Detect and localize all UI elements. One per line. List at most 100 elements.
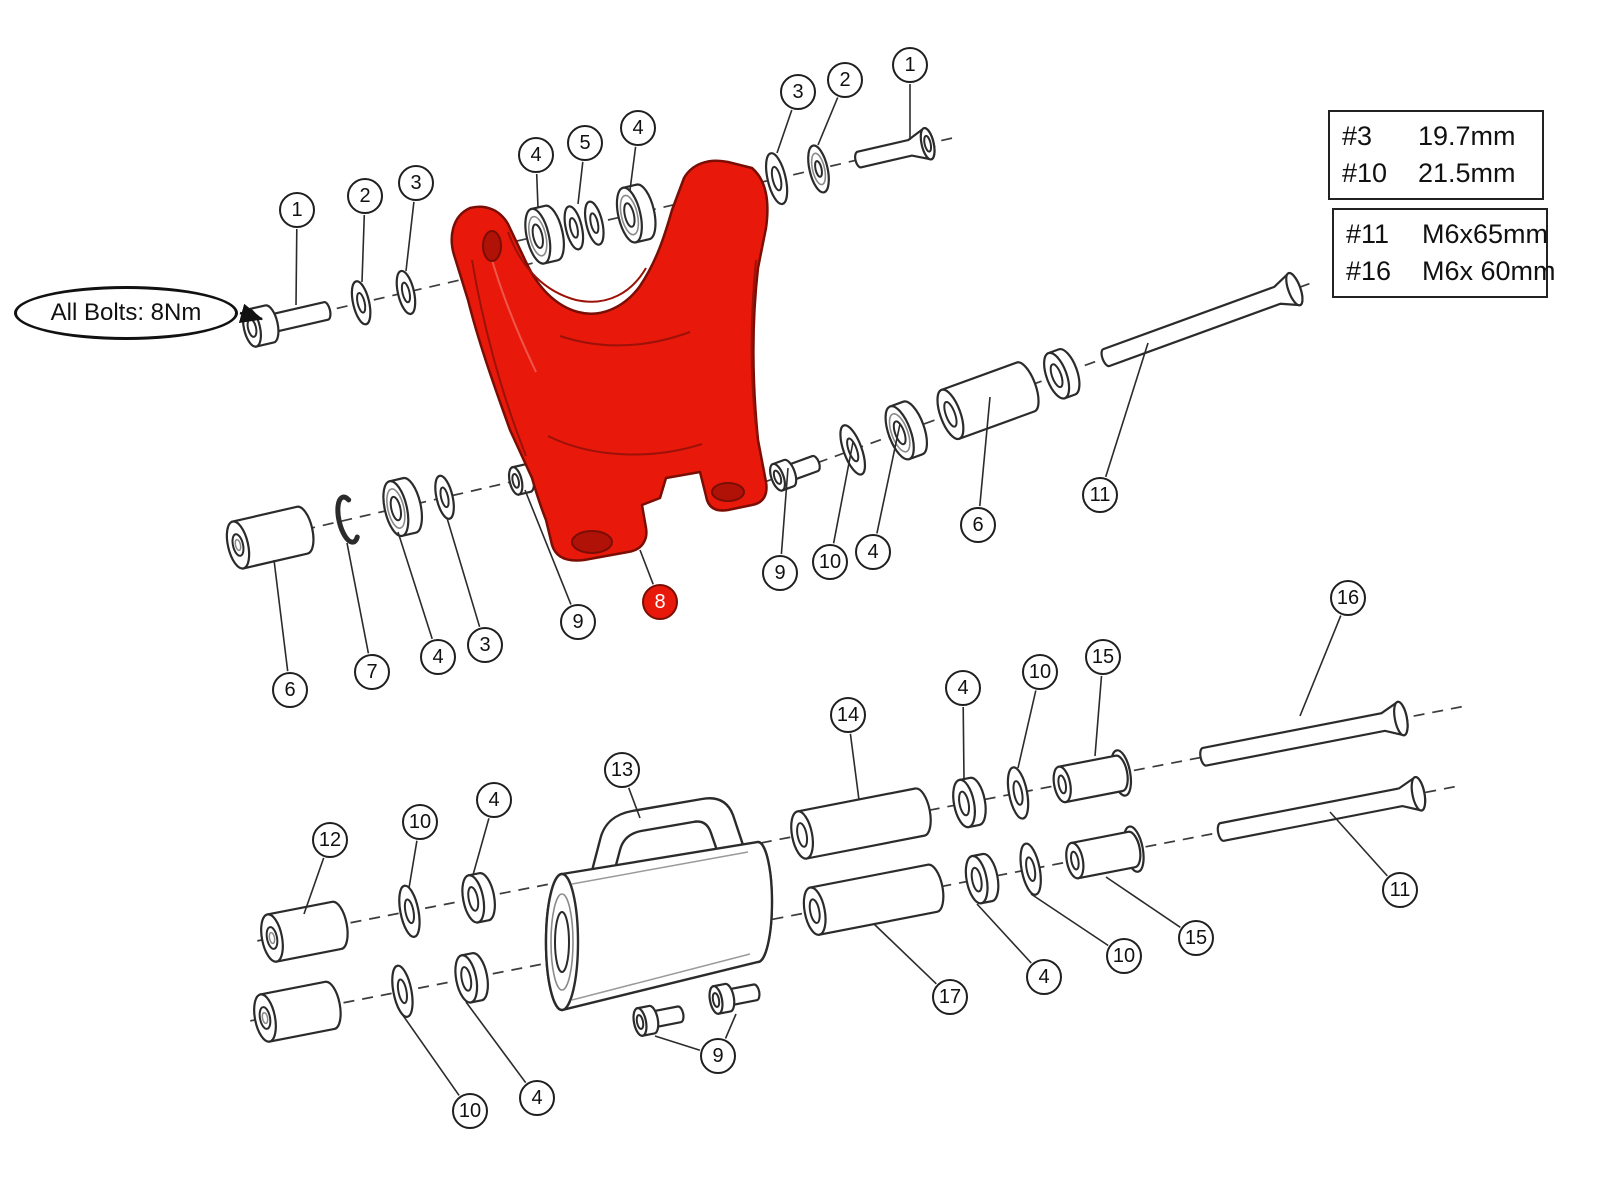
callout-4: 4 <box>945 670 981 706</box>
leader-line <box>303 857 325 915</box>
callout-2: 2 <box>827 62 863 98</box>
callout-8: 8 <box>642 584 678 620</box>
spec-row: #11 M6x65mm <box>1346 216 1548 253</box>
leader-line <box>397 531 433 640</box>
spec-value: M6x65mm <box>1422 219 1549 249</box>
spec-row: #10 21.5mm <box>1342 155 1530 192</box>
leader-line <box>346 542 370 654</box>
callout-5: 5 <box>567 125 603 161</box>
callout-4: 4 <box>518 137 554 173</box>
spec-ref: #11 <box>1346 219 1390 249</box>
leader-line <box>465 1001 527 1084</box>
shock-extension-part-13 <box>544 797 774 1012</box>
callout-3: 3 <box>780 74 816 110</box>
group-lower-upper-axis <box>256 699 1465 965</box>
callout-3: 3 <box>467 627 503 663</box>
callout-15: 15 <box>1085 639 1121 675</box>
torque-note-arrow <box>238 303 264 324</box>
callout-10: 10 <box>402 804 438 840</box>
small-bolt-9-b <box>706 976 763 1016</box>
callout-17: 17 <box>932 979 968 1015</box>
leader-line <box>979 396 991 507</box>
leader-line <box>472 818 490 876</box>
leader-line <box>401 1013 460 1096</box>
callout-4: 4 <box>519 1080 555 1116</box>
leader-line <box>627 787 641 819</box>
leader-line <box>361 214 366 283</box>
leader-line <box>535 173 539 209</box>
callout-4: 4 <box>420 639 456 675</box>
callout-9: 9 <box>762 555 798 591</box>
spec-value: 21.5mm <box>1418 158 1516 188</box>
leader-line <box>446 517 481 628</box>
small-bolt-9-a <box>630 998 687 1038</box>
spec-box-spacer-sizes: #3 19.7mm #10 21.5mm <box>1328 110 1544 200</box>
callout-9: 9 <box>700 1038 736 1074</box>
leader-line <box>273 559 289 672</box>
torque-note: All Bolts: 8Nm <box>14 286 238 340</box>
callout-12: 12 <box>312 822 348 858</box>
callout-15: 15 <box>1178 920 1214 956</box>
leader-line <box>1030 893 1109 947</box>
callout-3: 3 <box>398 165 434 201</box>
callout-9: 9 <box>560 604 596 640</box>
callout-4: 4 <box>855 534 891 570</box>
callout-2: 2 <box>347 178 383 214</box>
callout-4: 4 <box>476 782 512 818</box>
leader-line <box>577 161 584 205</box>
callout-16: 16 <box>1330 580 1366 616</box>
leader-line <box>832 441 854 544</box>
callout-4: 4 <box>620 110 656 146</box>
callout-14: 14 <box>830 697 866 733</box>
leader-line <box>1105 876 1181 928</box>
callout-10: 10 <box>1022 654 1058 690</box>
callout-11: 11 <box>1382 872 1418 908</box>
leader-line <box>654 1035 701 1052</box>
callout-10: 10 <box>1106 938 1142 974</box>
callout-13: 13 <box>604 752 640 788</box>
callout-7: 7 <box>354 654 390 690</box>
leader-line <box>724 1013 737 1039</box>
callout-4: 4 <box>1026 959 1062 995</box>
leader-line <box>1329 811 1388 877</box>
spec-box-bolt-sizes: #11 M6x65mm #16 M6x 60mm <box>1332 208 1556 298</box>
leader-line <box>408 840 418 889</box>
group-lower-lower-axis <box>249 774 1458 1045</box>
spec-row: #3 19.7mm <box>1342 118 1530 155</box>
leader-line <box>849 733 860 801</box>
leader-line <box>876 423 901 534</box>
callout-1: 1 <box>279 192 315 228</box>
leader-line <box>1017 690 1037 769</box>
spec-ref: #3 <box>1342 121 1373 151</box>
spec-value: 19.7mm <box>1418 121 1516 151</box>
spec-ref: #10 <box>1342 158 1388 188</box>
leader-line <box>1104 342 1149 478</box>
rocker-link-part-8 <box>450 159 769 562</box>
leader-line <box>1299 615 1342 717</box>
spec-value: M6x 60mm <box>1422 256 1556 286</box>
callout-10: 10 <box>452 1093 488 1129</box>
leader-line <box>776 109 793 154</box>
leader-line <box>976 903 1032 964</box>
leader-line <box>962 706 965 781</box>
group-upper-bearings <box>515 181 677 268</box>
leader-line <box>817 97 839 146</box>
callout-1: 1 <box>892 47 928 83</box>
spec-ref: #16 <box>1346 256 1392 286</box>
callout-6: 6 <box>272 672 308 708</box>
group-mid-left-bolt <box>221 456 582 572</box>
leader-line <box>405 201 415 272</box>
group-mid-right-pivot <box>727 270 1311 497</box>
leader-line <box>873 923 937 985</box>
leader-line <box>629 146 637 191</box>
leader-line <box>295 228 298 306</box>
leader-line <box>639 549 654 585</box>
callout-6: 6 <box>960 507 996 543</box>
leader-lines <box>273 84 1388 1096</box>
callout-11: 11 <box>1082 477 1118 513</box>
leader-line <box>1094 675 1103 757</box>
leader-line <box>524 489 572 605</box>
spec-row: #16 M6x 60mm <box>1346 253 1556 290</box>
